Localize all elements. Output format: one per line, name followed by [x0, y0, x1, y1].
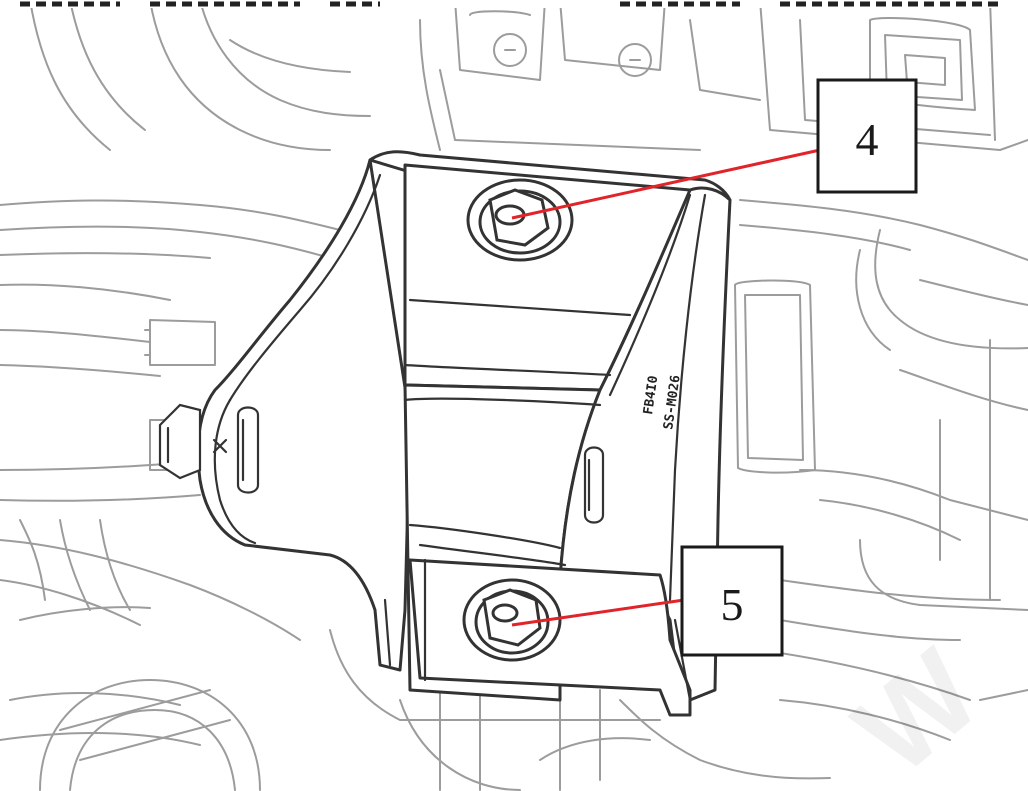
callout-4: 4 [511, 78, 918, 220]
callout-box-4 [816, 78, 918, 194]
bracket-details [158, 173, 707, 702]
leader-line-4 [511, 148, 821, 220]
callout-label-4: 4 [856, 114, 879, 165]
callout-label-5: 5 [721, 579, 744, 630]
stamp-line-1: FB4I0 [641, 375, 661, 416]
leader-line-5 [511, 598, 685, 627]
watermark: W [831, 624, 1004, 791]
lower-bolt [462, 578, 562, 662]
top-crop-strip [0, 0, 1028, 8]
callout-box-5 [680, 545, 784, 657]
callout-5: 5 [511, 545, 784, 657]
upper-bolt [466, 178, 574, 262]
